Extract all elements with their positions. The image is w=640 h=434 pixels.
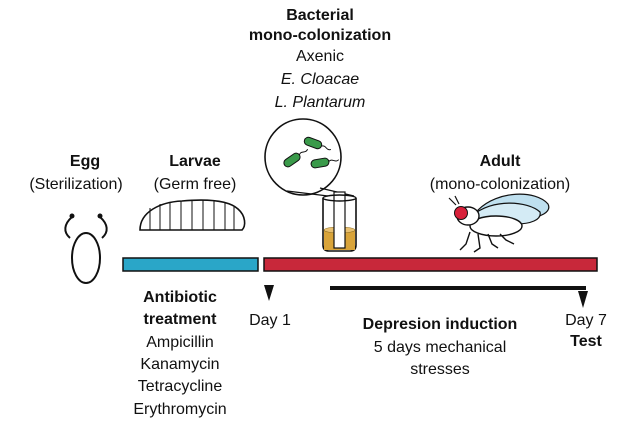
antibiotic-drug-ampicillin: Ampicillin [146, 334, 214, 351]
depression-line2: 5 days mechanical [373, 339, 507, 356]
adult-stage-bar [263, 257, 598, 272]
bacteria-group [283, 136, 340, 169]
antibiotic-title-line1: Antibiotic [143, 289, 217, 306]
vial-icon [322, 191, 357, 252]
egg-icon [64, 213, 108, 284]
test-label: Test [570, 333, 602, 350]
adult-fly-icon [448, 193, 550, 253]
egg-stage-note: (Sterilization) [29, 176, 123, 193]
bacterium-icon [283, 148, 309, 168]
larval-stage-bar [122, 257, 259, 272]
depression-period-bar [330, 286, 586, 290]
adult-stage-note: (mono-colonization) [429, 176, 571, 193]
antibiotic-drug-kanamycin: Kanamycin [140, 356, 220, 373]
bacterium-icon [303, 136, 331, 151]
larvae-stage-title: Larvae [169, 153, 221, 170]
day7-marker-arrow [578, 291, 588, 308]
colonization-title-line2: mono-colonization [248, 27, 392, 44]
day1-marker-arrow [264, 285, 274, 301]
antibiotic-drug-erythromycin: Erythromycin [133, 401, 227, 418]
colonization-option-e-cloacae: E. Cloacae [280, 71, 360, 88]
day7-label: Day 7 [565, 312, 607, 329]
depression-title: Depresion induction [362, 316, 518, 333]
bacteria-magnifier-icon [264, 118, 355, 197]
colonization-title-line1: Bacterial [286, 7, 354, 24]
day1-label: Day 1 [249, 312, 291, 329]
antibiotic-drug-tetracycline: Tetracycline [137, 378, 223, 395]
colonization-option-l-plantarum: L. Plantarum [274, 94, 366, 111]
adult-stage-title: Adult [479, 153, 521, 170]
bacterium-icon [310, 157, 340, 169]
depression-line3: stresses [410, 361, 470, 378]
colonization-option-axenic: Axenic [295, 48, 345, 65]
egg-stage-title: Egg [69, 153, 101, 170]
larva-icon [139, 199, 246, 231]
antibiotic-title-line2: treatment [143, 311, 217, 328]
larvae-stage-note: (Germ free) [153, 176, 237, 193]
